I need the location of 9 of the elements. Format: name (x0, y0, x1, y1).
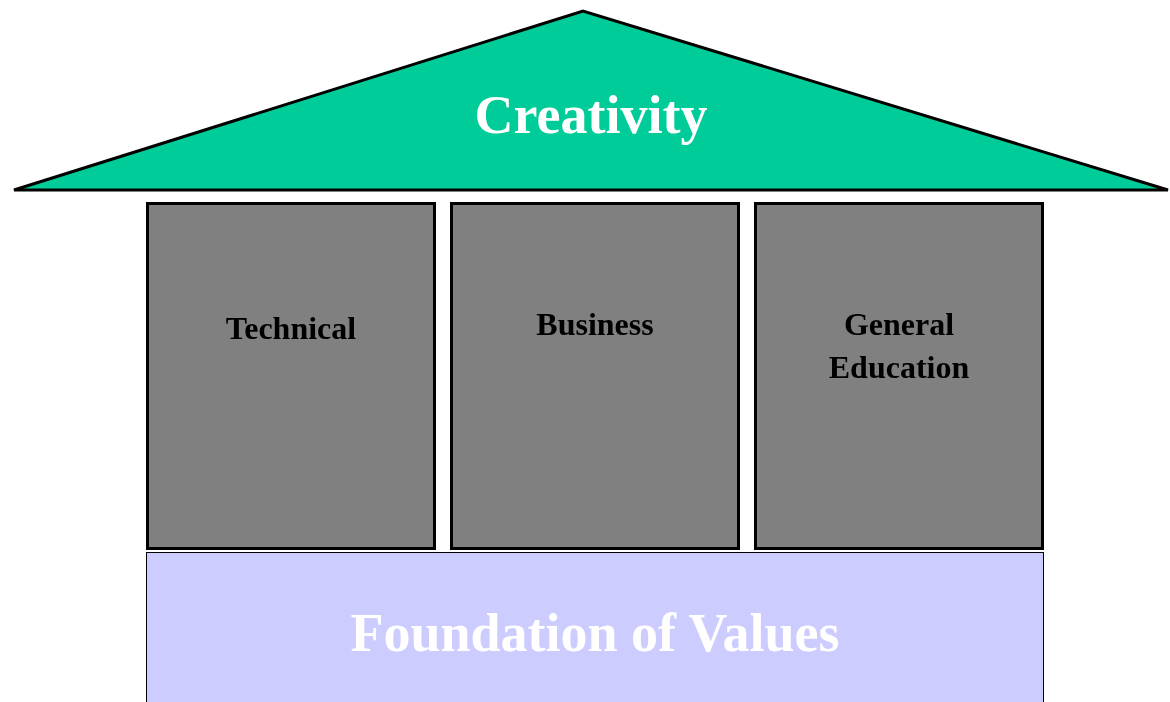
foundation-bar (146, 552, 1044, 702)
node-label: General Education (827, 305, 971, 388)
roof-triangle (12, 9, 1170, 192)
pillar-box (450, 202, 740, 550)
node-label: Creativity (473, 84, 709, 147)
node-label: Business (535, 305, 655, 344)
pillar-box (146, 202, 436, 550)
node-label: Technical (224, 309, 358, 348)
pillar-box (754, 202, 1044, 550)
